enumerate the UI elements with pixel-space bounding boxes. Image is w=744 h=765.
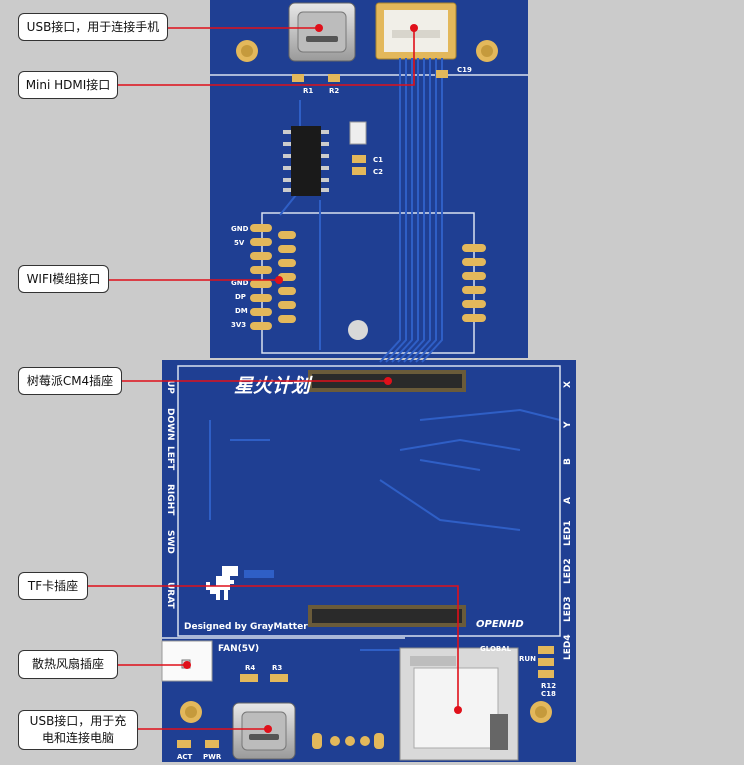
pin-dp-label: DP bbox=[235, 293, 246, 301]
label-x: X bbox=[563, 381, 573, 388]
label-led2: LED2 bbox=[563, 558, 573, 584]
pin-gnd-label: GND bbox=[231, 225, 249, 233]
designed-by-label: Designed by GrayMatter bbox=[184, 622, 308, 632]
usb-c-top-connector bbox=[288, 2, 356, 62]
r2-label: R2 bbox=[329, 87, 339, 95]
pwr-label: PWR bbox=[203, 753, 222, 761]
callout-lines bbox=[88, 27, 459, 730]
wifi-module-pads bbox=[250, 224, 486, 330]
c2-label: C2 bbox=[373, 168, 383, 176]
pin-gnd2-label: GND bbox=[231, 279, 249, 287]
openhd-logo: OPENHD bbox=[476, 619, 524, 630]
label-led3: LED3 bbox=[563, 596, 573, 622]
btn-left-label: LEFT bbox=[165, 446, 175, 471]
btn-swd-label: SWD bbox=[165, 530, 175, 554]
btn-urat-label: URAT bbox=[165, 582, 175, 610]
global-label: GLOBAL bbox=[480, 645, 512, 653]
r3-label: R3 bbox=[272, 664, 282, 672]
callout-usb-charge: USB接口，用于充电和连接电脑 bbox=[18, 710, 138, 750]
act-label: ACT bbox=[177, 753, 193, 761]
label-led1: LED1 bbox=[563, 520, 573, 546]
ic-chip bbox=[283, 126, 329, 196]
callout-cm4-socket: 树莓派CM4插座 bbox=[18, 367, 122, 395]
run-label: RUN bbox=[519, 655, 536, 663]
pin-dm-label: DM bbox=[235, 307, 248, 315]
label-a: A bbox=[563, 497, 573, 504]
pin-3v3-label: 3V3 bbox=[231, 321, 246, 329]
c19-label: C19 bbox=[457, 66, 472, 74]
pin-row bbox=[312, 733, 384, 749]
callout-usb-phone: USB接口，用于连接手机 bbox=[18, 13, 168, 41]
r4-label: R4 bbox=[245, 664, 255, 672]
c18-label: C18 bbox=[541, 690, 556, 698]
callout-wifi-module: WIFI模组接口 bbox=[18, 265, 109, 293]
label-y: Y bbox=[563, 421, 573, 429]
label-b: B bbox=[563, 458, 573, 465]
callout-mini-hdmi: Mini HDMI接口 bbox=[18, 71, 118, 99]
r12-label: R12 bbox=[541, 682, 556, 690]
r1-label: R1 bbox=[303, 87, 313, 95]
logo-text: 星火计划 bbox=[234, 375, 313, 397]
cm4-connector-bottom bbox=[308, 605, 466, 627]
callout-dots bbox=[183, 24, 462, 733]
tf-card-slot bbox=[399, 647, 519, 761]
label-led4: LED4 bbox=[563, 634, 573, 660]
btn-up-label: UP bbox=[165, 380, 175, 394]
pcb-traces bbox=[209, 58, 561, 651]
right-labels: X Y B A LED1 LED2 LED3 LED4 bbox=[563, 381, 573, 660]
callout-tf-card: TF卡插座 bbox=[18, 572, 88, 600]
pin-5v-label: 5V bbox=[234, 239, 245, 247]
btn-right-label: RIGHT bbox=[165, 484, 175, 516]
callout-fan-socket: 散热风扇插座 bbox=[18, 650, 118, 679]
c1-label: C1 bbox=[373, 156, 383, 164]
mounting-holes bbox=[180, 40, 552, 723]
fan-label: FAN(5V) bbox=[218, 644, 259, 654]
btn-down-label: DOWN bbox=[165, 408, 175, 441]
button-labels: UP DOWN LEFT RIGHT SWD URAT bbox=[165, 380, 175, 610]
usb-c-bottom-connector bbox=[232, 702, 296, 760]
